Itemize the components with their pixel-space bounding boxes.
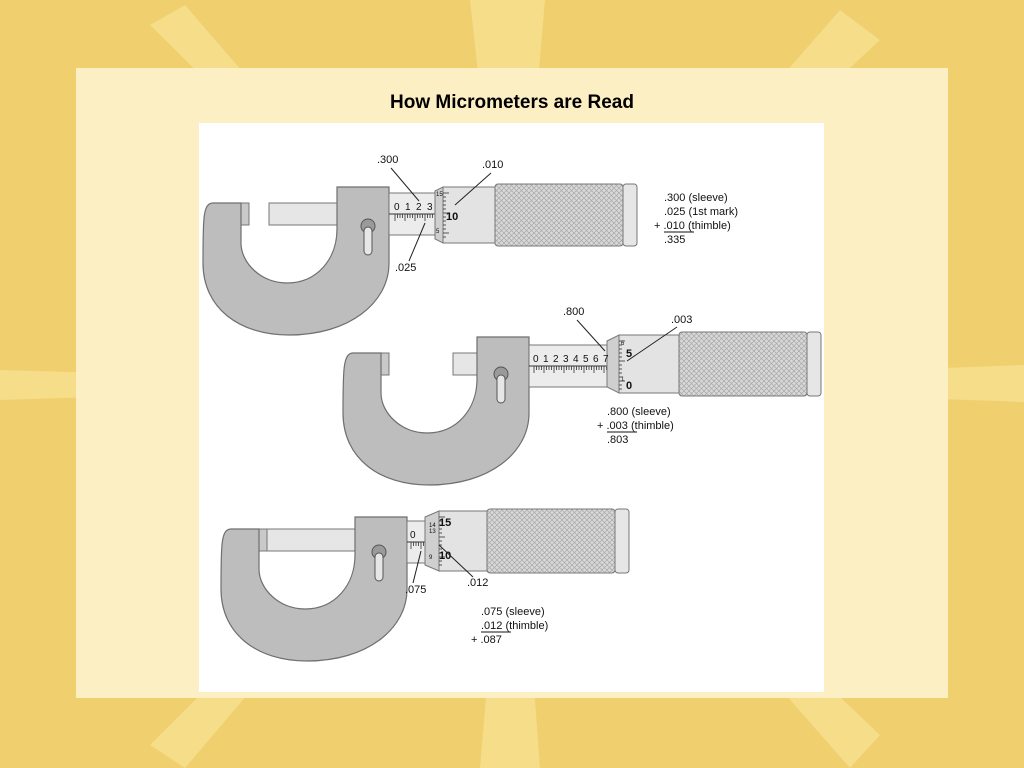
- thimble-number: 5: [436, 229, 440, 235]
- sleeve-ticks: [533, 366, 607, 373]
- lock-lever: [496, 374, 506, 404]
- callout-thimble: .010: [482, 159, 503, 171]
- thimble-number: 14: [429, 523, 436, 529]
- knurled-grip: [678, 331, 808, 397]
- svg-text:.803: .803: [607, 434, 628, 446]
- reading-sum: .300 (sleeve) .025 (1st mark) + .010 (th…: [654, 192, 738, 246]
- lock-lever: [363, 226, 373, 256]
- thimble-number-large: 15: [439, 517, 451, 529]
- diagram-panel: 0 1 2 3 15 5 10 .300 .010 .025 .300 (sle…: [199, 123, 824, 692]
- knurled-grip: [494, 183, 624, 247]
- reading-sum: .075 (sleeve) .012 (thimble) + .087: [471, 606, 548, 646]
- thimble-number: 6: [621, 341, 625, 347]
- anvil: [240, 202, 250, 226]
- callout-first-mark: .025: [395, 262, 416, 274]
- sleeve-number: 0: [533, 354, 539, 365]
- sleeve-number: 2: [416, 202, 422, 213]
- callout-sleeve: .075: [405, 584, 426, 596]
- thimble-number-large: 10: [446, 211, 458, 223]
- sleeve-number: 6: [593, 354, 599, 365]
- thimble-number: 9: [429, 555, 433, 561]
- callout-thimble: .012: [467, 577, 488, 589]
- micrometer-diagram: 0 1 2 3 15 5 10 .300 .010 .025 .300 (sle…: [202, 154, 822, 662]
- thimble-ticks: [619, 340, 625, 390]
- sleeve-number: 0: [394, 202, 400, 213]
- svg-text:.075 (sleeve): .075 (sleeve): [481, 606, 545, 618]
- sleeve-number: 5: [583, 354, 589, 365]
- svg-text:.335: .335: [664, 234, 685, 246]
- svg-text:.800 (sleeve): .800 (sleeve): [607, 406, 671, 418]
- sleeve-number: 0: [410, 530, 416, 541]
- micrometer-1: 0 1 2 3 15 5 10 .300 .010 .025 .300 (sle…: [202, 154, 738, 336]
- callout-sleeve: .300: [377, 154, 398, 166]
- thimble-cone: [424, 510, 440, 572]
- svg-text:+ .087: + .087: [471, 634, 502, 646]
- thimble: [618, 334, 680, 394]
- spindle: [266, 528, 356, 552]
- sleeve-number: 7: [603, 354, 609, 365]
- thimble-ticks: [443, 192, 449, 238]
- micrometer-3: 0 14 13 9 15 10 .075 .012 .075 (sleeve) …: [220, 508, 630, 662]
- svg-text:+ .003 (thimble): + .003 (thimble): [597, 420, 674, 432]
- spindle: [452, 352, 478, 376]
- slide-title: How Micrometers are Read: [390, 92, 634, 113]
- thimble: [438, 510, 488, 572]
- svg-text:.300 (sleeve): .300 (sleeve): [664, 192, 728, 204]
- svg-text:+ .010 (thimble): + .010 (thimble): [654, 220, 731, 232]
- sleeve-number: 1: [405, 202, 411, 213]
- lock-lever: [374, 552, 384, 582]
- sleeve-number: 3: [563, 354, 569, 365]
- sleeve-ticks: [410, 542, 424, 549]
- sleeve-number: 1: [543, 354, 549, 365]
- thimble-number: 15: [436, 192, 443, 198]
- thimble-number-large: 5: [626, 348, 632, 360]
- anvil: [380, 352, 390, 376]
- knurled-grip: [486, 508, 616, 574]
- thimble-number: 13: [429, 529, 436, 535]
- ratchet-cap: [622, 183, 638, 247]
- sleeve-number: 3: [427, 202, 433, 213]
- thimble: [442, 186, 496, 244]
- svg-text:.012 (thimble): .012 (thimble): [481, 620, 548, 632]
- svg-text:.025 (1st mark): .025 (1st mark): [664, 206, 738, 218]
- sleeve-number: 2: [553, 354, 559, 365]
- frame: [202, 186, 390, 336]
- reading-sum: .800 (sleeve) + .003 (thimble) .803: [597, 406, 674, 446]
- frame: [220, 516, 408, 662]
- thimble-number: 1: [621, 377, 625, 383]
- ratchet-cap: [806, 331, 822, 397]
- micrometer-2: 0 1 2 3 4 5 6 7 6 1 5 0 .800 .003 .800 (…: [342, 306, 822, 486]
- ratchet-cap: [614, 508, 630, 574]
- thimble-number-large: 10: [439, 550, 451, 562]
- sleeve-number: 4: [573, 354, 579, 365]
- callout-thimble: .003: [671, 314, 692, 326]
- thimble-cone: [606, 334, 620, 394]
- frame: [342, 336, 530, 486]
- anvil: [258, 528, 268, 552]
- thimble-number-large: 0: [626, 380, 632, 392]
- spindle: [268, 202, 340, 226]
- callout-sleeve: .800: [563, 306, 584, 318]
